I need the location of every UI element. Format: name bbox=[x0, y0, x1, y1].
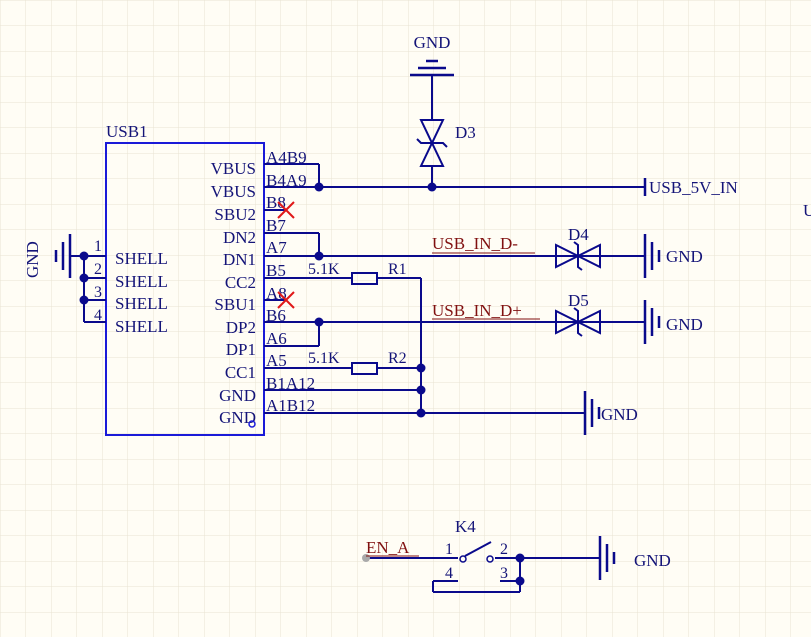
pin-name-cc1: CC1 bbox=[225, 363, 256, 382]
port-usb-5v-in[interactable]: USB_5V_IN bbox=[643, 178, 738, 197]
pin-num-a1b12: A1B12 bbox=[266, 396, 315, 415]
net-label-d-plus: USB_IN_D+ bbox=[432, 301, 522, 320]
gnd-label-d4: GND bbox=[666, 247, 703, 266]
inverted-pin-marker bbox=[248, 420, 256, 428]
r1-ref: R1 bbox=[388, 261, 407, 278]
resistor-r1[interactable]: 5.1K R1 bbox=[308, 261, 407, 285]
pin-name-shell-4: SHELL bbox=[115, 317, 168, 336]
gnd-symbol-d5[interactable] bbox=[643, 300, 661, 344]
diode-d5[interactable]: D5 bbox=[555, 291, 601, 337]
pin-name-dp1: DP1 bbox=[226, 340, 256, 359]
d3-ref: D3 bbox=[455, 123, 476, 142]
offscreen-label-fragment: U bbox=[803, 201, 811, 220]
pin-name-dn1: DN1 bbox=[223, 250, 256, 269]
diode-d3[interactable]: D3 bbox=[416, 119, 476, 167]
gnd-symbol-top[interactable] bbox=[410, 59, 454, 77]
usb1-ref-label: USB1 bbox=[106, 122, 148, 141]
gnd-label-d5: GND bbox=[666, 315, 703, 334]
gnd-label-left: GND bbox=[23, 241, 42, 278]
pin-name-vbus-2: VBUS bbox=[211, 182, 256, 201]
gnd-symbol-usb[interactable] bbox=[583, 391, 601, 435]
gnd-symbol-left[interactable] bbox=[54, 234, 72, 278]
gnd-symbol-d4[interactable] bbox=[643, 234, 661, 278]
no-connect-sbu1 bbox=[277, 291, 295, 309]
pin-name-shell-3: SHELL bbox=[115, 294, 168, 313]
pin-num-b4a9: B4A9 bbox=[266, 171, 307, 190]
gnd-symbol-k4[interactable] bbox=[598, 536, 616, 580]
pin-num-1: 1 bbox=[94, 238, 102, 255]
gnd-label-k4: GND bbox=[634, 551, 671, 570]
pin-num-a5: A5 bbox=[266, 351, 287, 370]
junctions bbox=[79, 182, 525, 586]
r2-value: 5.1K bbox=[308, 350, 340, 367]
pin-num-2: 2 bbox=[94, 261, 102, 278]
pin-num-4: 4 bbox=[94, 307, 102, 324]
pin-num-b5: B5 bbox=[266, 261, 286, 280]
gnd-label-top: GND bbox=[414, 33, 451, 52]
resistor-r2[interactable]: 5.1K R2 bbox=[308, 350, 407, 375]
pin-num-b6: B6 bbox=[266, 306, 286, 325]
pin-name-dn2: DN2 bbox=[223, 228, 256, 247]
switch-k4[interactable]: K4 1 2 4 3 bbox=[445, 517, 508, 582]
diode-d4[interactable]: D4 bbox=[555, 225, 601, 271]
d5-ref: D5 bbox=[568, 291, 589, 310]
pin-num-b8: B8 bbox=[266, 193, 286, 212]
pin-name-gnd-1: GND bbox=[219, 386, 256, 405]
pin-num-a7: A7 bbox=[266, 238, 287, 257]
pin-name-vbus-1: VBUS bbox=[211, 159, 256, 178]
k4-pin-4: 4 bbox=[445, 565, 453, 582]
pin-name-shell-2: SHELL bbox=[115, 272, 168, 291]
d4-ref: D4 bbox=[568, 225, 589, 244]
usb1-connector[interactable]: USB1 VBUS VBUS SBU2 DN2 DN1 CC2 SBU1 DP2… bbox=[94, 122, 315, 436]
gnd-label-usb: GND bbox=[601, 405, 638, 424]
k4-pin-3: 3 bbox=[500, 565, 508, 582]
net-label-d-minus: USB_IN_D- bbox=[432, 234, 518, 253]
k4-pin-2: 2 bbox=[500, 541, 508, 558]
pin-num-a4b9: A4B9 bbox=[266, 148, 307, 167]
k4-pin-1: 1 bbox=[445, 541, 453, 558]
no-connect-sbu2 bbox=[277, 201, 295, 219]
port-label-usb-5v-in: USB_5V_IN bbox=[649, 178, 738, 197]
pin-num-3: 3 bbox=[94, 284, 102, 301]
pin-name-cc2: CC2 bbox=[225, 273, 256, 292]
pin-name-sbu2: SBU2 bbox=[214, 205, 256, 224]
pin-num-b1a12: B1A12 bbox=[266, 374, 315, 393]
pin-name-gnd-2: GND bbox=[219, 408, 256, 427]
pin-name-sbu1: SBU1 bbox=[214, 295, 256, 314]
net-label-en-a: EN_A bbox=[366, 538, 410, 557]
pin-num-a8: A8 bbox=[266, 284, 287, 303]
r2-ref: R2 bbox=[388, 350, 407, 367]
r1-value: 5.1K bbox=[308, 261, 340, 278]
pin-num-b7: B7 bbox=[266, 216, 286, 235]
pin-name-shell-1: SHELL bbox=[115, 249, 168, 268]
pin-num-a6: A6 bbox=[266, 329, 287, 348]
k4-ref: K4 bbox=[455, 517, 476, 536]
pin-name-dp2: DP2 bbox=[226, 318, 256, 337]
